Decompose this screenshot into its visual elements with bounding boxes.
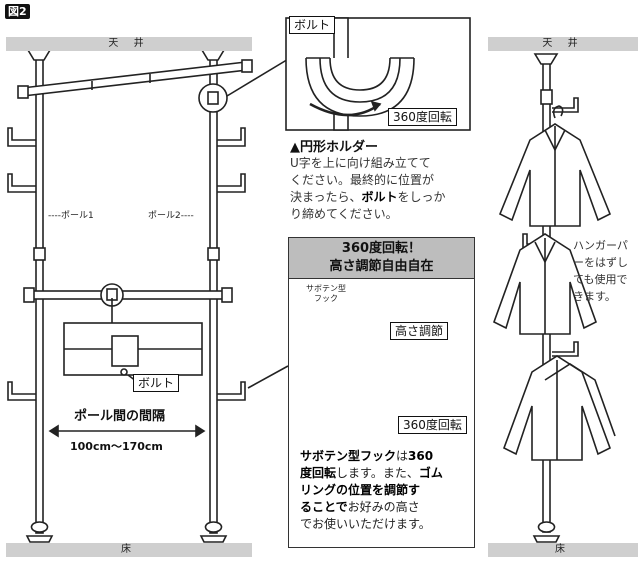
jacket-3	[503, 355, 616, 461]
detail-box-heading: 360度回転！ 高さ調節自由自在	[289, 238, 474, 279]
floor-label-right: 床	[555, 544, 571, 555]
middle-bar	[23, 283, 233, 307]
bolt-detail	[63, 298, 203, 382]
jacket-2	[493, 233, 597, 335]
pole-2-hooks	[217, 127, 246, 401]
top-bar	[17, 59, 253, 99]
ceiling-label: 天 井	[108, 38, 150, 49]
rotation-tag-top: 360度回転	[388, 108, 457, 126]
bolt-tag-lower: ボルト	[133, 374, 180, 392]
floor-band-right: 床	[488, 543, 638, 557]
ceiling-label-right: 天 井	[542, 38, 584, 49]
holder-title: ▲円形ホルダー	[290, 140, 378, 155]
holder-detail	[285, 17, 471, 131]
height-adjust-tag: 高さ調節	[390, 322, 449, 340]
rotation-tag-detail: 360度回転	[398, 416, 467, 434]
pole-1-label: ----ポール1	[48, 211, 94, 221]
floor-label: 床	[121, 544, 137, 555]
hanger-note: ハンガーパ ーをはずし ても使用で きます。	[573, 239, 628, 303]
cactus-hook-label: サボテン型 フック	[306, 284, 346, 303]
detail-box: 360度回転！ 高さ調節自由自在	[288, 237, 475, 548]
jacket-1	[498, 105, 612, 227]
pole-spacing-range: 100cm〜170cm	[70, 440, 163, 453]
holder-description: U字を上に向け組み立てて ください。最終的に位置が 決まったら、ボルトをしっか …	[290, 156, 446, 221]
detail-description: サボテン型フックは360 度回転します。また、ゴム リングの位置を調節す ること…	[300, 449, 443, 531]
spacing-arrow	[48, 424, 206, 438]
pole-2-label: ポール2----	[148, 211, 194, 221]
pole-1-hooks	[7, 127, 36, 401]
ceiling-band-left: 天 井	[6, 37, 252, 51]
ceiling-band-right: 天 井	[488, 37, 638, 51]
pole-spacing-title: ポール間の間隔	[74, 409, 166, 424]
figure-label: 図2	[5, 4, 30, 19]
bolt-tag-top: ボルト	[289, 16, 336, 34]
floor-band-left: 床	[6, 543, 252, 557]
